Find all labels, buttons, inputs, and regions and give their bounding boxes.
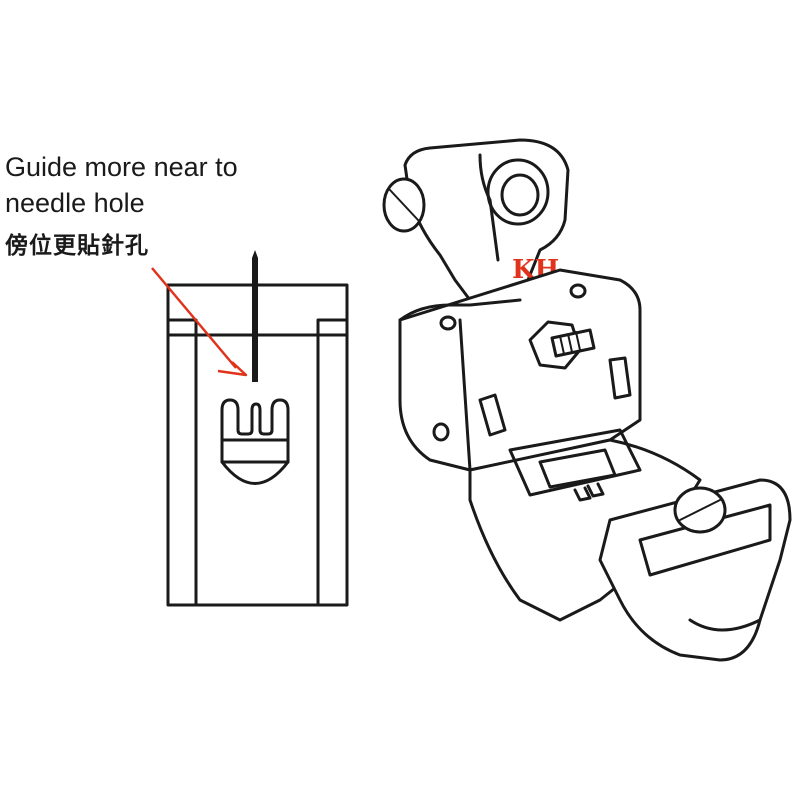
body-front-edge [458, 318, 472, 472]
annotation-line-2: needle hole [5, 188, 145, 218]
front-guide [598, 478, 792, 662]
front-view-foot [151, 250, 349, 607]
sole-plate-top [508, 428, 642, 497]
front-guide-slot [638, 503, 772, 577]
body-hole-1 [439, 315, 457, 331]
annotation-chinese: 傍位更貼針孔 [5, 233, 149, 259]
perspective-view-foot: KH [382, 138, 792, 662]
pointer-arrow-line [151, 267, 237, 369]
shank-hole-inner [500, 173, 540, 217]
pointer-arrow-head [217, 361, 248, 377]
guide-base [220, 438, 290, 485]
body-hole-2 [569, 283, 587, 299]
front-guide-screw-slot [679, 499, 721, 521]
annotation-line-1: Guide more near to [5, 152, 238, 182]
needle-window [538, 448, 617, 489]
front-guide-curve [688, 618, 762, 632]
body-top-edge [398, 298, 522, 322]
mount-screw-slot [389, 189, 419, 221]
needle-tip [252, 250, 258, 258]
side-slot-right [608, 356, 632, 400]
mount-slit [478, 153, 500, 262]
needle [252, 258, 258, 382]
side-slot-left [478, 393, 507, 437]
guide-fork [220, 398, 290, 442]
sole-plate [468, 438, 702, 622]
guide-fork-3d [573, 482, 605, 502]
body-hole-3 [432, 422, 450, 442]
